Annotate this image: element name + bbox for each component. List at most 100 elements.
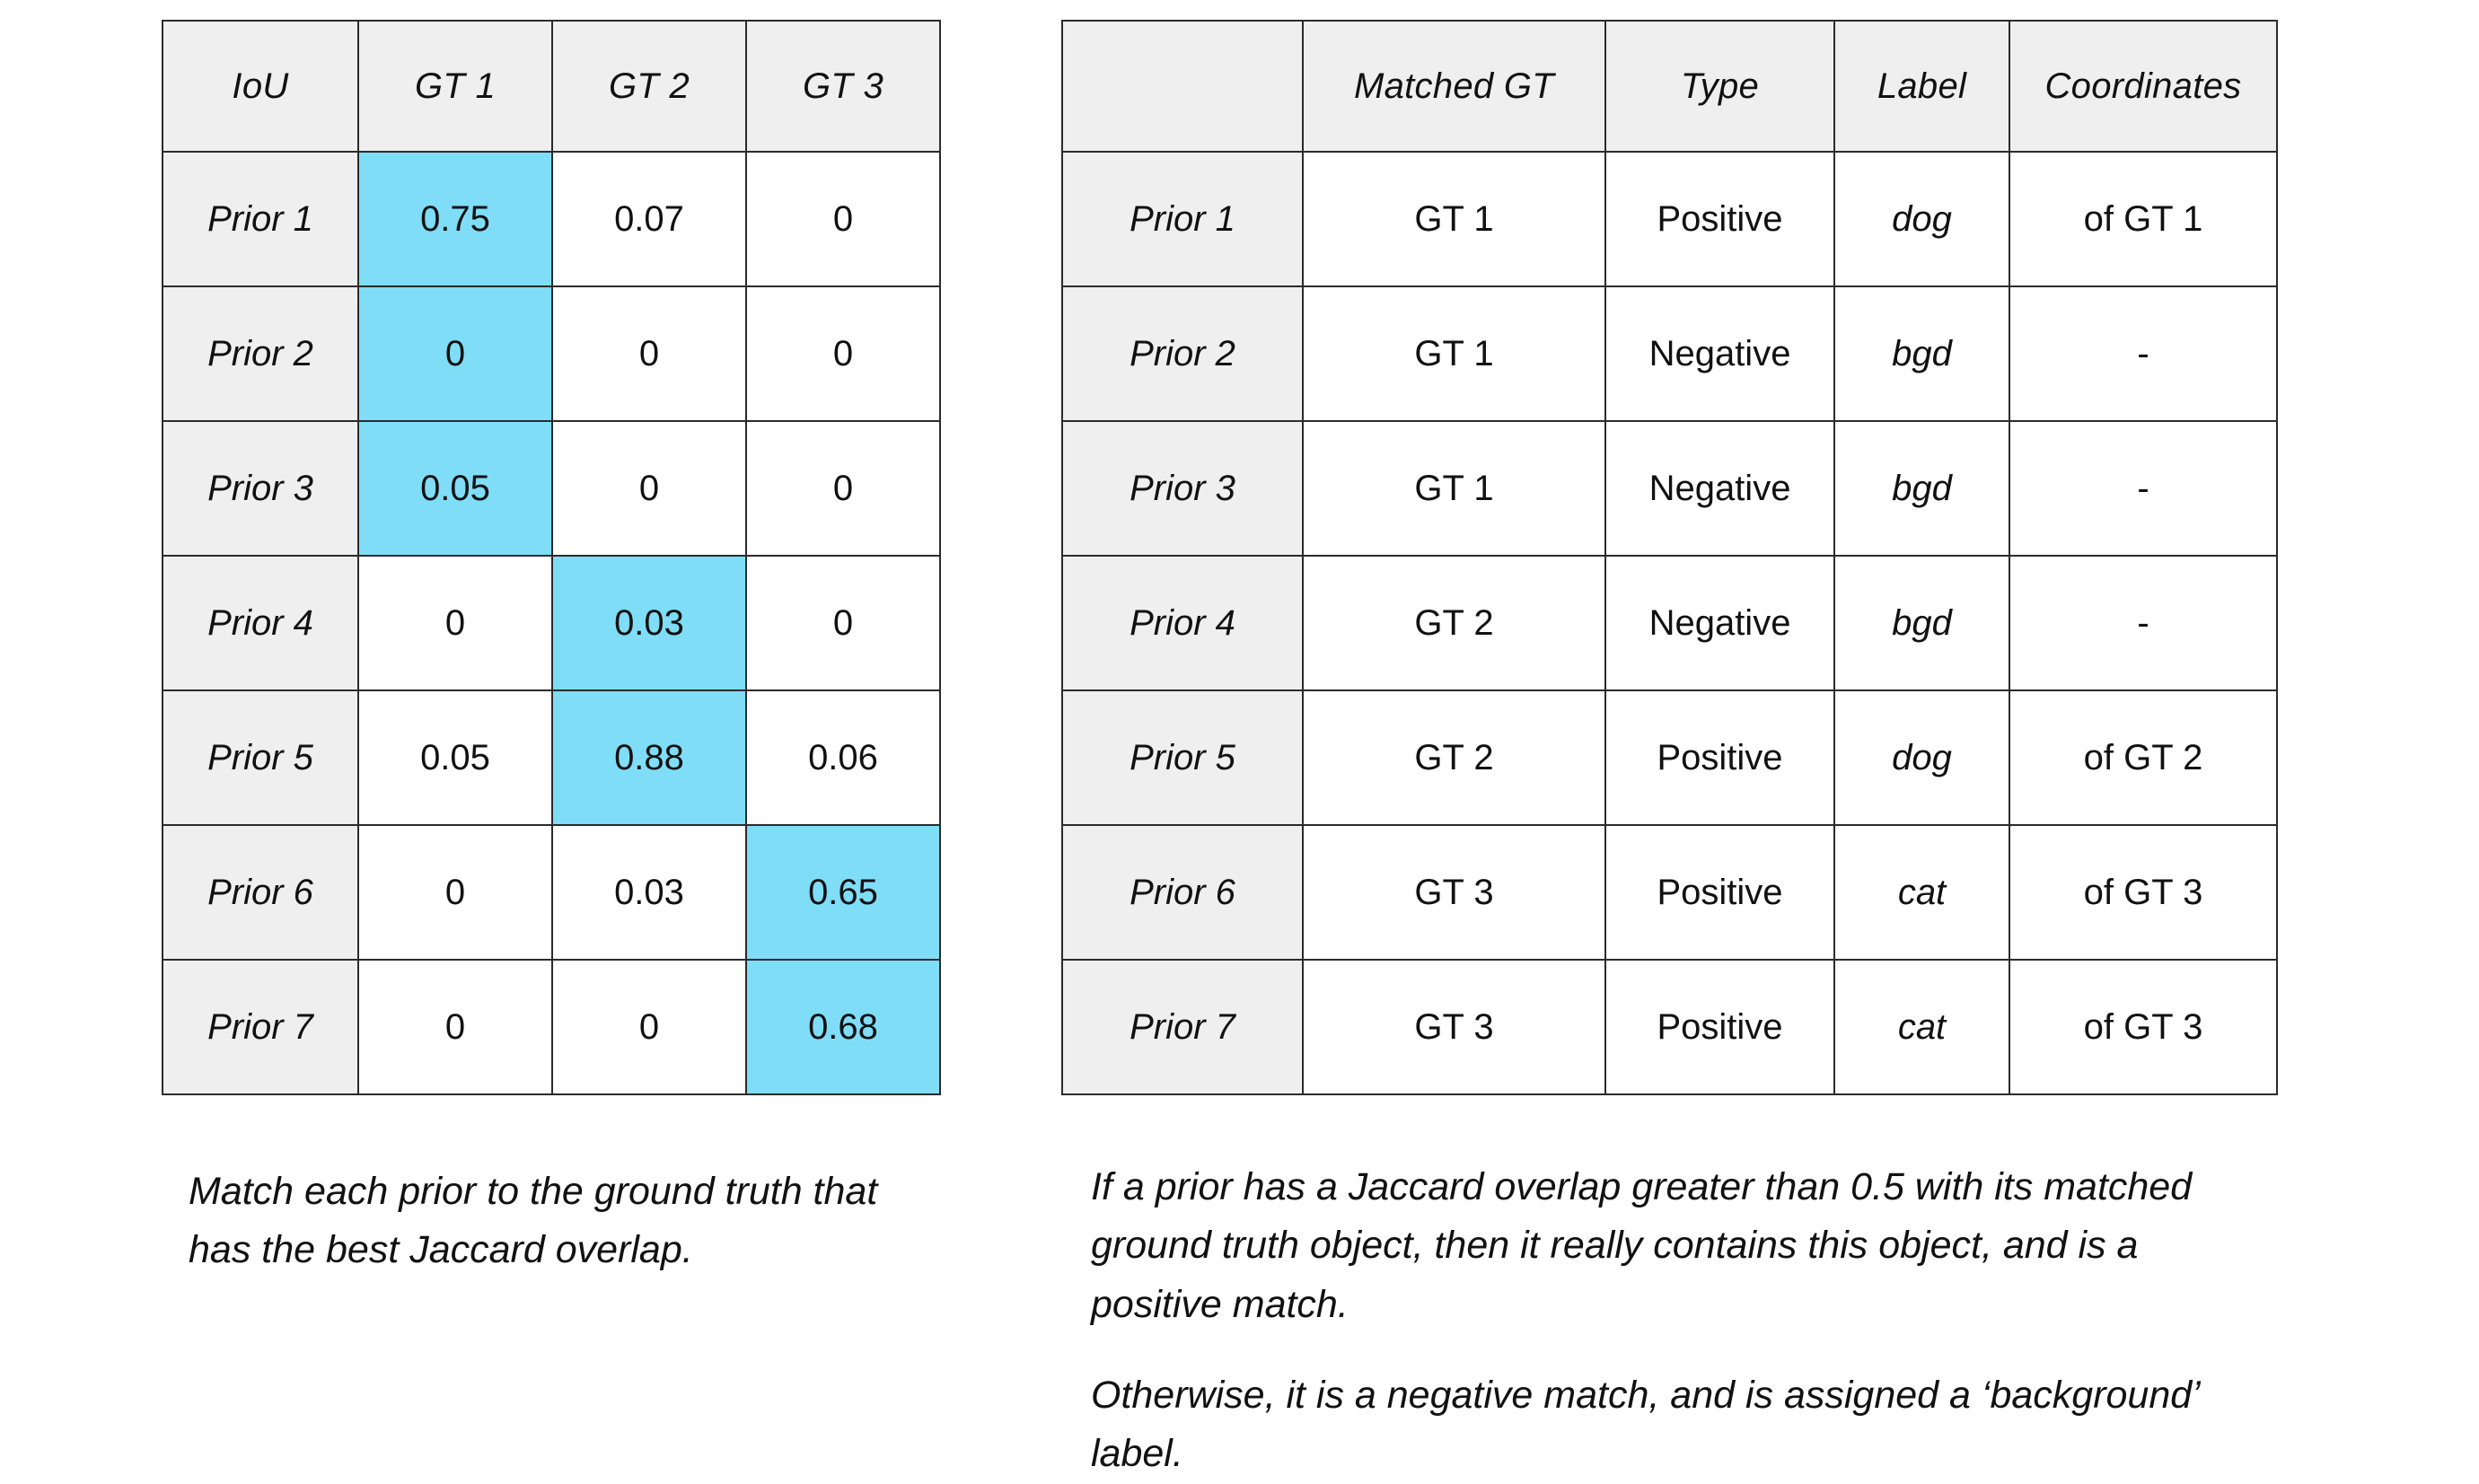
iou-table-head: IoU GT 1 GT 2 GT 3 (162, 20, 941, 153)
match-cell-coordinates: of GT 3 (2009, 824, 2278, 961)
match-cell-coordinates: of GT 1 (2009, 151, 2278, 287)
match-row-label: Prior 5 (1061, 689, 1304, 826)
iou-cell: 0 (745, 555, 941, 691)
iou-cell: 0 (357, 824, 553, 961)
iou-cell: 0.03 (551, 824, 747, 961)
iou-cell-highlighted: 0.68 (745, 959, 941, 1095)
iou-header-gt1: GT 1 (357, 20, 553, 153)
match-cell-label: dog (1833, 151, 2010, 287)
match-cell-coordinates: of GT 3 (2009, 959, 2278, 1095)
match-header-corner (1061, 20, 1304, 153)
match-cell-matched-gt: GT 2 (1302, 555, 1606, 691)
match-table-head: Matched GT Type Label Coordinates (1061, 20, 2278, 153)
iou-cell-highlighted: 0.65 (745, 824, 941, 961)
match-cell-label: bgd (1833, 420, 2010, 557)
iou-row-label: Prior 3 (162, 420, 359, 557)
match-cell-label: bgd (1833, 555, 2010, 691)
match-cell-label: dog (1833, 689, 2010, 826)
right-caption-positive-match: If a prior has a Jaccard overlap greater… (1091, 1158, 2276, 1334)
match-cell-type: Negative (1604, 555, 1835, 691)
iou-cell-highlighted: 0.03 (551, 555, 747, 691)
left-caption: Match each prior to the ground truth tha… (189, 1163, 916, 1280)
iou-cell: 0.07 (551, 151, 747, 287)
iou-row-label: Prior 5 (162, 689, 359, 826)
iou-cell: 0 (357, 959, 553, 1095)
match-cell-matched-gt: GT 2 (1302, 689, 1606, 826)
iou-cell: 0 (745, 151, 941, 287)
iou-cell: 0.05 (357, 689, 553, 826)
match-row-label: Prior 6 (1061, 824, 1304, 961)
iou-cell: 0 (357, 555, 553, 691)
match-header-type: Type (1604, 20, 1835, 153)
match-cell-label: bgd (1833, 285, 2010, 422)
iou-cell-highlighted: 0.88 (551, 689, 747, 826)
match-row-label: Prior 2 (1061, 285, 1304, 422)
match-assignment-table: Matched GT Type Label Coordinates Prior … (1061, 20, 2278, 1095)
iou-cell: 0 (551, 285, 747, 422)
match-header-label: Label (1833, 20, 2010, 153)
right-caption-negative-match: Otherwise, it is a negative match, and i… (1091, 1366, 2276, 1484)
match-cell-matched-gt: GT 3 (1302, 959, 1606, 1095)
match-cell-matched-gt: GT 3 (1302, 824, 1606, 961)
match-header-coordinates: Coordinates (2009, 20, 2278, 153)
iou-header-gt2: GT 2 (551, 20, 747, 153)
match-cell-type: Positive (1604, 151, 1835, 287)
match-cell-matched-gt: GT 1 (1302, 285, 1606, 422)
iou-row-label: Prior 6 (162, 824, 359, 961)
iou-cell: 0 (745, 285, 941, 422)
iou-row-label: Prior 2 (162, 285, 359, 422)
iou-row-label: Prior 7 (162, 959, 359, 1095)
match-header-row: Matched GT Type Label Coordinates (1061, 20, 2278, 153)
right-caption-1-text: If a prior has a Jaccard overlap greater… (1091, 1165, 2193, 1326)
iou-header-gt3: GT 3 (745, 20, 941, 153)
iou-cell-highlighted: 0.05 (357, 420, 553, 557)
iou-cell-highlighted: 0 (357, 285, 553, 422)
match-row-label: Prior 7 (1061, 959, 1304, 1095)
match-cell-type: Negative (1604, 420, 1835, 557)
iou-header-row: IoU GT 1 GT 2 GT 3 (162, 20, 941, 153)
iou-cell: 0 (551, 959, 747, 1095)
iou-cell: 0 (551, 420, 747, 557)
match-cell-coordinates: - (2009, 420, 2278, 557)
match-cell-matched-gt: GT 1 (1302, 151, 1606, 287)
right-caption-2-text: Otherwise, it is a negative match, and i… (1091, 1374, 2199, 1476)
iou-header-corner: IoU (162, 20, 359, 153)
iou-cell: 0 (745, 420, 941, 557)
match-row-label: Prior 1 (1061, 151, 1304, 287)
iou-row-label: Prior 4 (162, 555, 359, 691)
match-cell-matched-gt: GT 1 (1302, 420, 1606, 557)
match-cell-label: cat (1833, 959, 2010, 1095)
match-row-label: Prior 4 (1061, 555, 1304, 691)
match-header-matched-gt: Matched GT (1302, 20, 1606, 153)
match-cell-coordinates: of GT 2 (2009, 689, 2278, 826)
match-cell-coordinates: - (2009, 285, 2278, 422)
match-cell-type: Positive (1604, 824, 1835, 961)
match-cell-type: Negative (1604, 285, 1835, 422)
left-caption-text: Match each prior to the ground truth tha… (189, 1170, 878, 1272)
match-cell-type: Positive (1604, 689, 1835, 826)
match-cell-label: cat (1833, 824, 2010, 961)
iou-row-label: Prior 1 (162, 151, 359, 287)
match-cell-type: Positive (1604, 959, 1835, 1095)
match-cell-coordinates: - (2009, 555, 2278, 691)
match-row-label: Prior 3 (1061, 420, 1304, 557)
iou-cell: 0.06 (745, 689, 941, 826)
iou-cell-highlighted: 0.75 (357, 151, 553, 287)
